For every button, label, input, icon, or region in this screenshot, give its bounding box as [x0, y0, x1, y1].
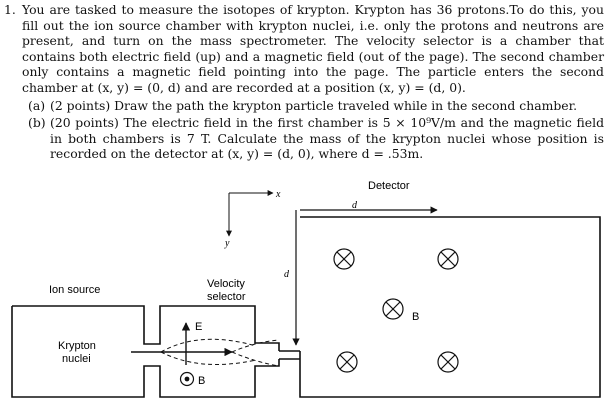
- into-page-symbols: [333, 248, 459, 373]
- into-page-icon: [336, 351, 358, 373]
- out-of-page-icon: [179, 371, 195, 387]
- second-chamber: [299, 216, 601, 398]
- b-label-selector: B: [198, 375, 205, 387]
- into-page-icon: [437, 248, 459, 270]
- detector-label: Detector: [368, 180, 410, 192]
- beam-dashed-lines: [160, 338, 280, 367]
- velocity-selector-label-line2: selector: [207, 291, 246, 303]
- part-b: (b) (20 points) The electric field in th…: [22, 115, 604, 162]
- problem-text: 1. You are tasked to measure the isotope…: [4, 2, 604, 162]
- ion-source-label: Ion source: [49, 284, 100, 296]
- x-axis-label: x: [275, 189, 281, 200]
- krypton-label-line1: Krypton: [58, 340, 96, 352]
- ion-source-and-selector-outline: [11, 305, 280, 398]
- d-label-top: d: [352, 200, 358, 211]
- d-label-side: d: [284, 269, 290, 280]
- part-a: (a) (2 points) Draw the path the krypton…: [22, 98, 604, 114]
- into-page-icon: [437, 351, 459, 373]
- problem-number: 1.: [4, 2, 16, 17]
- part-b-label: (b): [28, 115, 46, 131]
- into-page-icon: [333, 248, 355, 270]
- part-a-text: (2 points) Draw the path the krypton par…: [50, 97, 578, 113]
- mass-spectrometer-diagram: Detector d x y d: [11, 180, 601, 398]
- part-a-label: (a): [28, 97, 46, 113]
- part-b-text: (20 points) The electric field in the fi…: [50, 115, 604, 162]
- y-axis-label: y: [224, 238, 230, 249]
- problem-statement: You are tasked to measure the isotopes o…: [22, 2, 604, 95]
- krypton-label-line2: nuclei: [62, 353, 91, 365]
- into-page-icon: [382, 298, 404, 320]
- e-label: E: [195, 321, 202, 333]
- velocity-selector-label-line1: Velocity: [207, 278, 245, 290]
- b-label-chamber: B: [412, 311, 419, 323]
